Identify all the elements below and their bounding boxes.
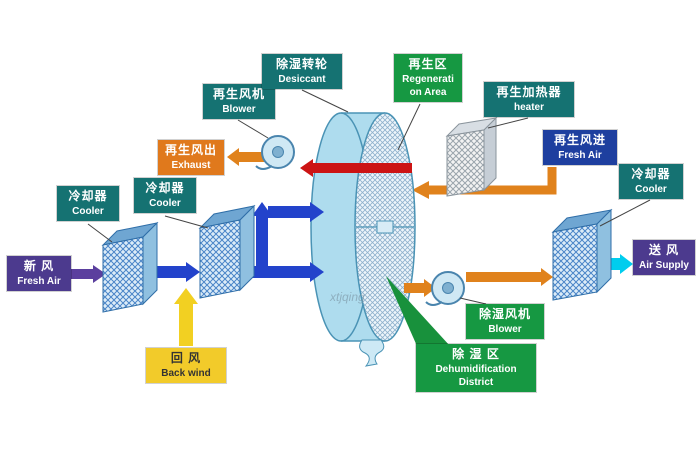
label-dehum-blower-en: Blower xyxy=(488,323,522,335)
label-regen-area-en1: Regenerati xyxy=(402,73,454,85)
label-cooler-2-en: Cooler xyxy=(149,197,181,209)
cooler-panel-3 xyxy=(551,208,613,301)
back-wind-arrow xyxy=(174,288,198,346)
label-back-wind: 回 风 Back wind xyxy=(146,348,226,383)
label-desiccant: 除湿转轮 Desiccant xyxy=(262,54,342,89)
dehum-blower xyxy=(425,271,465,306)
label-regen-fresh-air-en: Fresh Air xyxy=(558,149,602,161)
label-regen-fresh-air: 再生风进 Fresh Air xyxy=(543,130,617,165)
wheel-to-blower-arrow xyxy=(404,279,436,297)
leader-cooler2 xyxy=(164,215,209,229)
leader-dehum-blower xyxy=(459,297,487,305)
leader-desiccant xyxy=(301,89,349,113)
desiccant-wheel xyxy=(310,112,416,367)
label-regen-area-en2: on Area xyxy=(409,86,447,98)
label-exhaust: 再生风出 Exhaust xyxy=(158,140,224,175)
label-cooler-1-en: Cooler xyxy=(72,205,104,217)
label-air-supply-cn: 送 风 xyxy=(648,243,680,257)
wheel-ribbon xyxy=(359,339,385,367)
label-back-wind-en: Back wind xyxy=(161,367,211,379)
label-air-supply-en: Air Supply xyxy=(638,259,689,271)
label-cooler-3-en: Cooler xyxy=(635,183,667,195)
label-dehum-blower-cn: 除湿风机 xyxy=(478,307,531,321)
process-air-arrow-upper xyxy=(268,202,324,222)
leader-regen-area xyxy=(397,103,421,151)
leader-lines xyxy=(87,89,651,305)
regen-hot-air-arrow xyxy=(300,159,412,177)
label-heater-en: heater xyxy=(513,101,544,113)
exhaust-arrow xyxy=(227,148,266,166)
label-regen-fresh-air-cn: 再生风进 xyxy=(553,133,606,147)
leader-cooler1 xyxy=(87,223,113,243)
label-exhaust-cn: 再生风出 xyxy=(164,143,217,157)
label-heater-cn: 再生加热器 xyxy=(496,85,562,99)
label-dehum-district-cn: 除 湿 区 xyxy=(452,347,500,361)
label-regen-blower-cn: 再生风机 xyxy=(212,87,265,101)
label-heater: 再生加热器 heater xyxy=(484,82,574,117)
label-fresh-air-left-cn: 新 风 xyxy=(23,259,55,273)
label-cooler-1-cn: 冷却器 xyxy=(68,189,108,203)
cooler-panel-1 xyxy=(101,221,159,313)
label-dehum-district: 除 湿 区 Dehumidification District xyxy=(416,344,536,392)
leader-cooler3 xyxy=(599,199,651,227)
label-regen-blower: 再生风机 Blower xyxy=(203,84,275,119)
watermark-text: xtjqing xyxy=(330,290,365,304)
wheel-axle xyxy=(376,220,394,234)
leader-regen-blower xyxy=(237,119,269,139)
label-fresh-air-left: 新 风 Fresh Air xyxy=(7,256,71,291)
label-cooler-2-cn: 冷却器 xyxy=(145,181,185,195)
label-cooler-3: 冷却器 Cooler xyxy=(619,164,683,199)
label-dehum-blower: 除湿风机 Blower xyxy=(466,304,544,339)
fresh-air-arrow xyxy=(70,265,106,283)
process-air-arrow-1 xyxy=(147,262,200,282)
label-fresh-air-left-en: Fresh Air xyxy=(17,275,61,287)
blower-to-cooler-arrow xyxy=(466,268,553,286)
label-cooler-3-cn: 冷却器 xyxy=(631,167,671,181)
dehum-district-pointer xyxy=(386,276,450,346)
leader-heater xyxy=(487,117,529,129)
label-desiccant-en: Desiccant xyxy=(278,73,326,85)
label-dehum-district-en1: Dehumidification xyxy=(435,363,517,375)
process-air-arrow-up xyxy=(252,202,272,274)
cooler-panel-2 xyxy=(198,204,256,299)
regen-blower xyxy=(255,135,295,170)
label-dehum-district-en2: District xyxy=(458,376,494,388)
heater-panel xyxy=(445,116,498,197)
label-back-wind-cn: 回 风 xyxy=(170,351,202,365)
label-cooler-1: 冷却器 Cooler xyxy=(57,186,119,221)
label-desiccant-cn: 除湿转轮 xyxy=(275,57,328,71)
label-air-supply: 送 风 Air Supply xyxy=(633,240,695,275)
label-regen-blower-en: Blower xyxy=(222,103,256,115)
label-regen-area-cn: 再生区 xyxy=(408,57,448,71)
label-regen-area: 再生区 Regenerati on Area xyxy=(394,54,462,102)
label-exhaust-en: Exhaust xyxy=(171,159,211,171)
label-cooler-2: 冷却器 Cooler xyxy=(134,178,196,213)
